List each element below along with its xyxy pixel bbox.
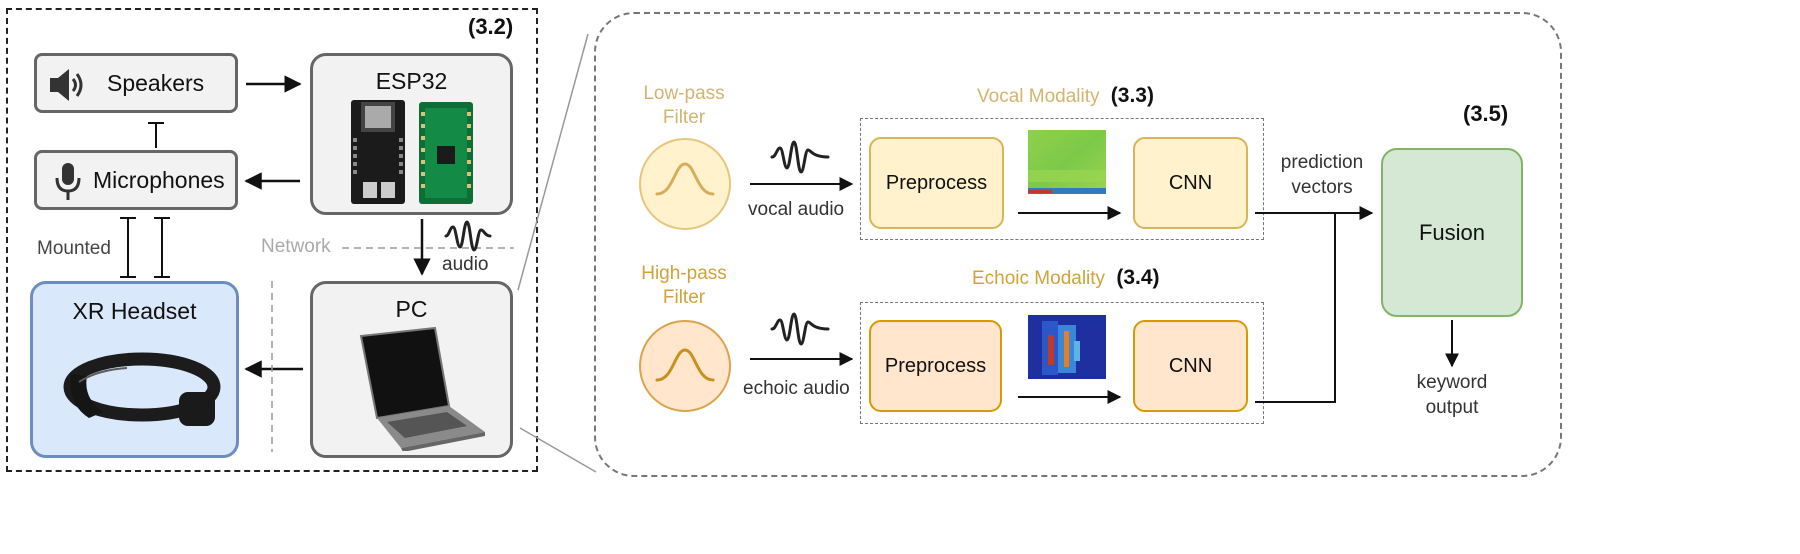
esp32-node: ESP32 <box>310 53 513 215</box>
esp32-label: ESP32 <box>375 68 448 94</box>
xr-headset-label: XR Headset <box>72 298 197 324</box>
vocal-modality-label: Vocal Modality (3.3) <box>977 84 1154 108</box>
vocal-wave-icon <box>770 140 830 174</box>
zoom-line-top <box>517 33 589 291</box>
audio-wave-icon <box>444 220 492 252</box>
echoic-preprocess-label: Preprocess <box>884 354 987 377</box>
echoic-cnn-node: CNN <box>1133 320 1248 412</box>
echoic-cnn-to-fusion-line <box>1255 213 1336 403</box>
vocal-cnn-label: CNN <box>1168 171 1213 194</box>
model-panel <box>594 12 1562 477</box>
laptop-image <box>359 326 485 451</box>
hardware-panel <box>6 8 538 472</box>
vocal-modality-text: Vocal Modality <box>977 86 1100 107</box>
vocal-preprocess-node: Preprocess <box>869 137 1004 229</box>
microphones-node: Microphones <box>34 150 238 210</box>
esp32-board-image <box>351 100 473 204</box>
low-pass-filter-label: Low-pass Filter <box>643 83 725 128</box>
mounted-label: Mounted <box>37 238 111 259</box>
high-pass-curve-icon <box>655 348 715 382</box>
vocal-audio-label: vocal audio <box>748 199 845 220</box>
section-tag-3-2: (3.2) <box>468 14 514 39</box>
speaker-icon <box>50 69 83 101</box>
echoic-cnn-label: CNN <box>1168 354 1213 377</box>
echoic-modality-tag: (3.4) <box>1116 266 1160 289</box>
echoic-modality-text: Echoic Modality <box>972 268 1106 289</box>
vocal-modality-tag: (3.3) <box>1110 84 1154 107</box>
vocal-spectrogram-image <box>1028 130 1106 194</box>
low-pass-curve-icon <box>655 162 715 196</box>
echoic-modality-label: Echoic Modality (3.4) <box>972 266 1160 290</box>
fusion-node: Fusion <box>1381 148 1523 317</box>
echoic-spectrogram-image <box>1028 315 1106 379</box>
echoic-wave-icon <box>770 312 830 346</box>
echoic-modality-group <box>860 302 1264 424</box>
keyword-output-label: keyword output <box>1416 372 1488 418</box>
echoic-audio-label: echoic audio <box>743 378 850 399</box>
pc-label: PC <box>395 296 428 322</box>
prediction-vectors-label: prediction vectors <box>1280 152 1364 198</box>
high-pass-filter-node <box>639 320 731 412</box>
pc-node: PC <box>310 281 513 458</box>
network-label: Network <box>261 236 331 257</box>
speakers-node: Speakers <box>34 53 238 113</box>
fusion-label: Fusion <box>1418 219 1486 245</box>
vocal-preprocess-label: Preprocess <box>885 171 988 194</box>
low-pass-filter-node <box>639 138 731 230</box>
microphone-icon <box>55 163 81 200</box>
high-pass-filter-label: High-pass Filter <box>641 263 727 308</box>
xr-headset-image <box>63 352 221 426</box>
vocal-cnn-node: CNN <box>1133 137 1248 229</box>
echoic-preprocess-node: Preprocess <box>869 320 1002 412</box>
microphones-label: Microphones <box>93 166 225 193</box>
fusion-section-tag: (3.5) <box>1463 101 1509 126</box>
xr-headset-node: XR Headset <box>30 281 239 458</box>
audio-label: audio <box>442 254 489 275</box>
zoom-line-bottom <box>519 427 597 473</box>
speakers-label: Speakers <box>107 69 205 96</box>
vocal-modality-group <box>860 118 1264 240</box>
